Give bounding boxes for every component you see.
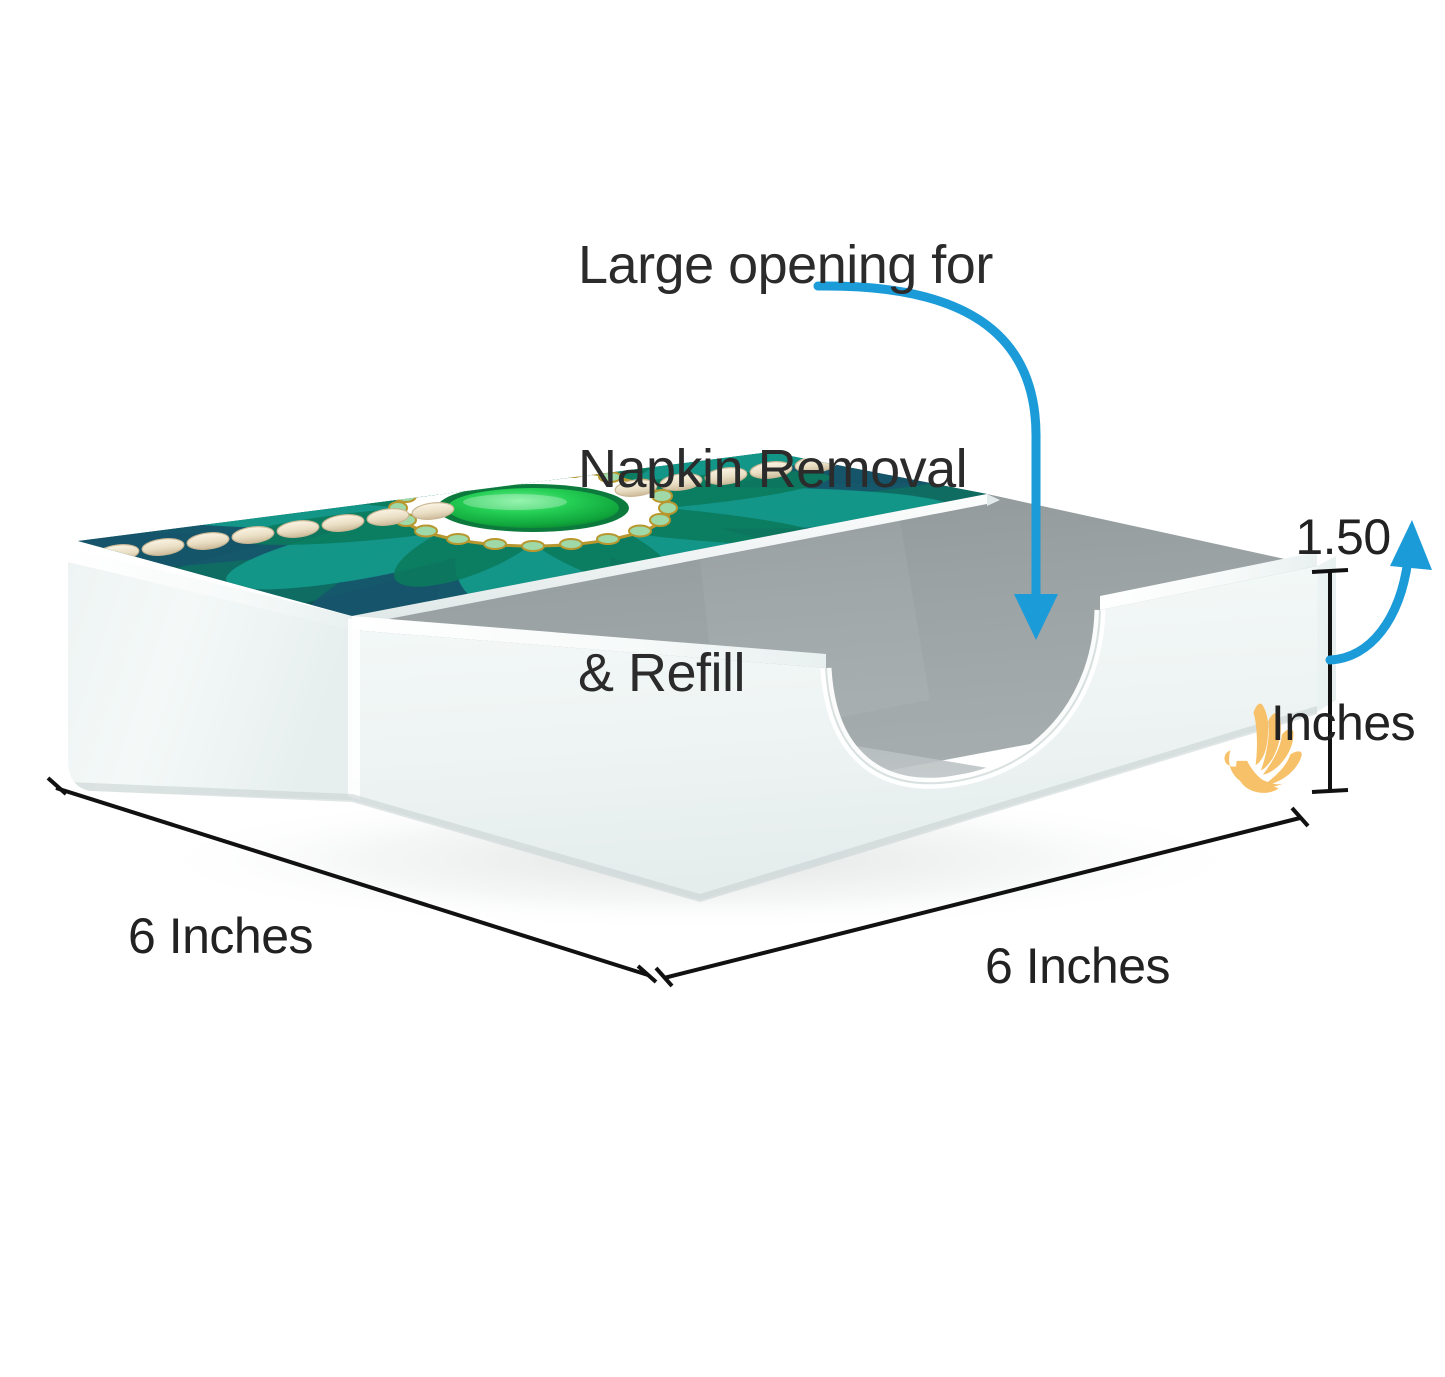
dimension-line-height — [1311, 568, 1349, 794]
box-front-face — [352, 566, 1317, 900]
lid-right-cap — [987, 494, 1000, 506]
dimension-line-width — [654, 806, 1310, 988]
arrow-head-opening — [1014, 594, 1058, 640]
callout-line-2: Napkin Removal — [578, 439, 968, 499]
opening-callout-text: Large opening for Napkin Removal & Refil… — [578, 95, 1138, 843]
box-corner-round-left — [68, 760, 100, 792]
height-value: 1.50 — [1295, 509, 1391, 565]
brand-bird-logo — [1224, 703, 1302, 793]
front-left-corner-highlight — [348, 618, 360, 800]
center-gem-highlight — [463, 494, 567, 510]
arrow-head-height — [1390, 520, 1432, 570]
depth-dimension-label: 6 Inches — [128, 908, 314, 964]
width-dimension-label: 6 Inches — [985, 938, 1171, 994]
curved-arrow-to-height-line — [1325, 555, 1413, 665]
cutout-edge-shade — [825, 609, 1101, 785]
box-front-rim — [352, 616, 826, 668]
center-gem — [447, 488, 619, 528]
bead-band — [96, 455, 838, 562]
callout-line-1: Large opening for — [578, 235, 993, 295]
box-left-rim — [68, 548, 352, 630]
curved-arrow-to-opening — [813, 281, 1041, 605]
dimension-annotations — [46, 568, 1349, 988]
box-front-rim-right — [1100, 552, 1317, 610]
lid-right-edge — [352, 494, 987, 626]
dimension-line-depth — [46, 776, 658, 984]
callout-line-3: & Refill — [578, 643, 746, 703]
height-dimension-label: 1.50 Inches — [1243, 382, 1443, 878]
callout-arrows — [813, 281, 1432, 665]
height-unit: Inches — [1270, 695, 1416, 751]
box-body — [68, 548, 1336, 902]
